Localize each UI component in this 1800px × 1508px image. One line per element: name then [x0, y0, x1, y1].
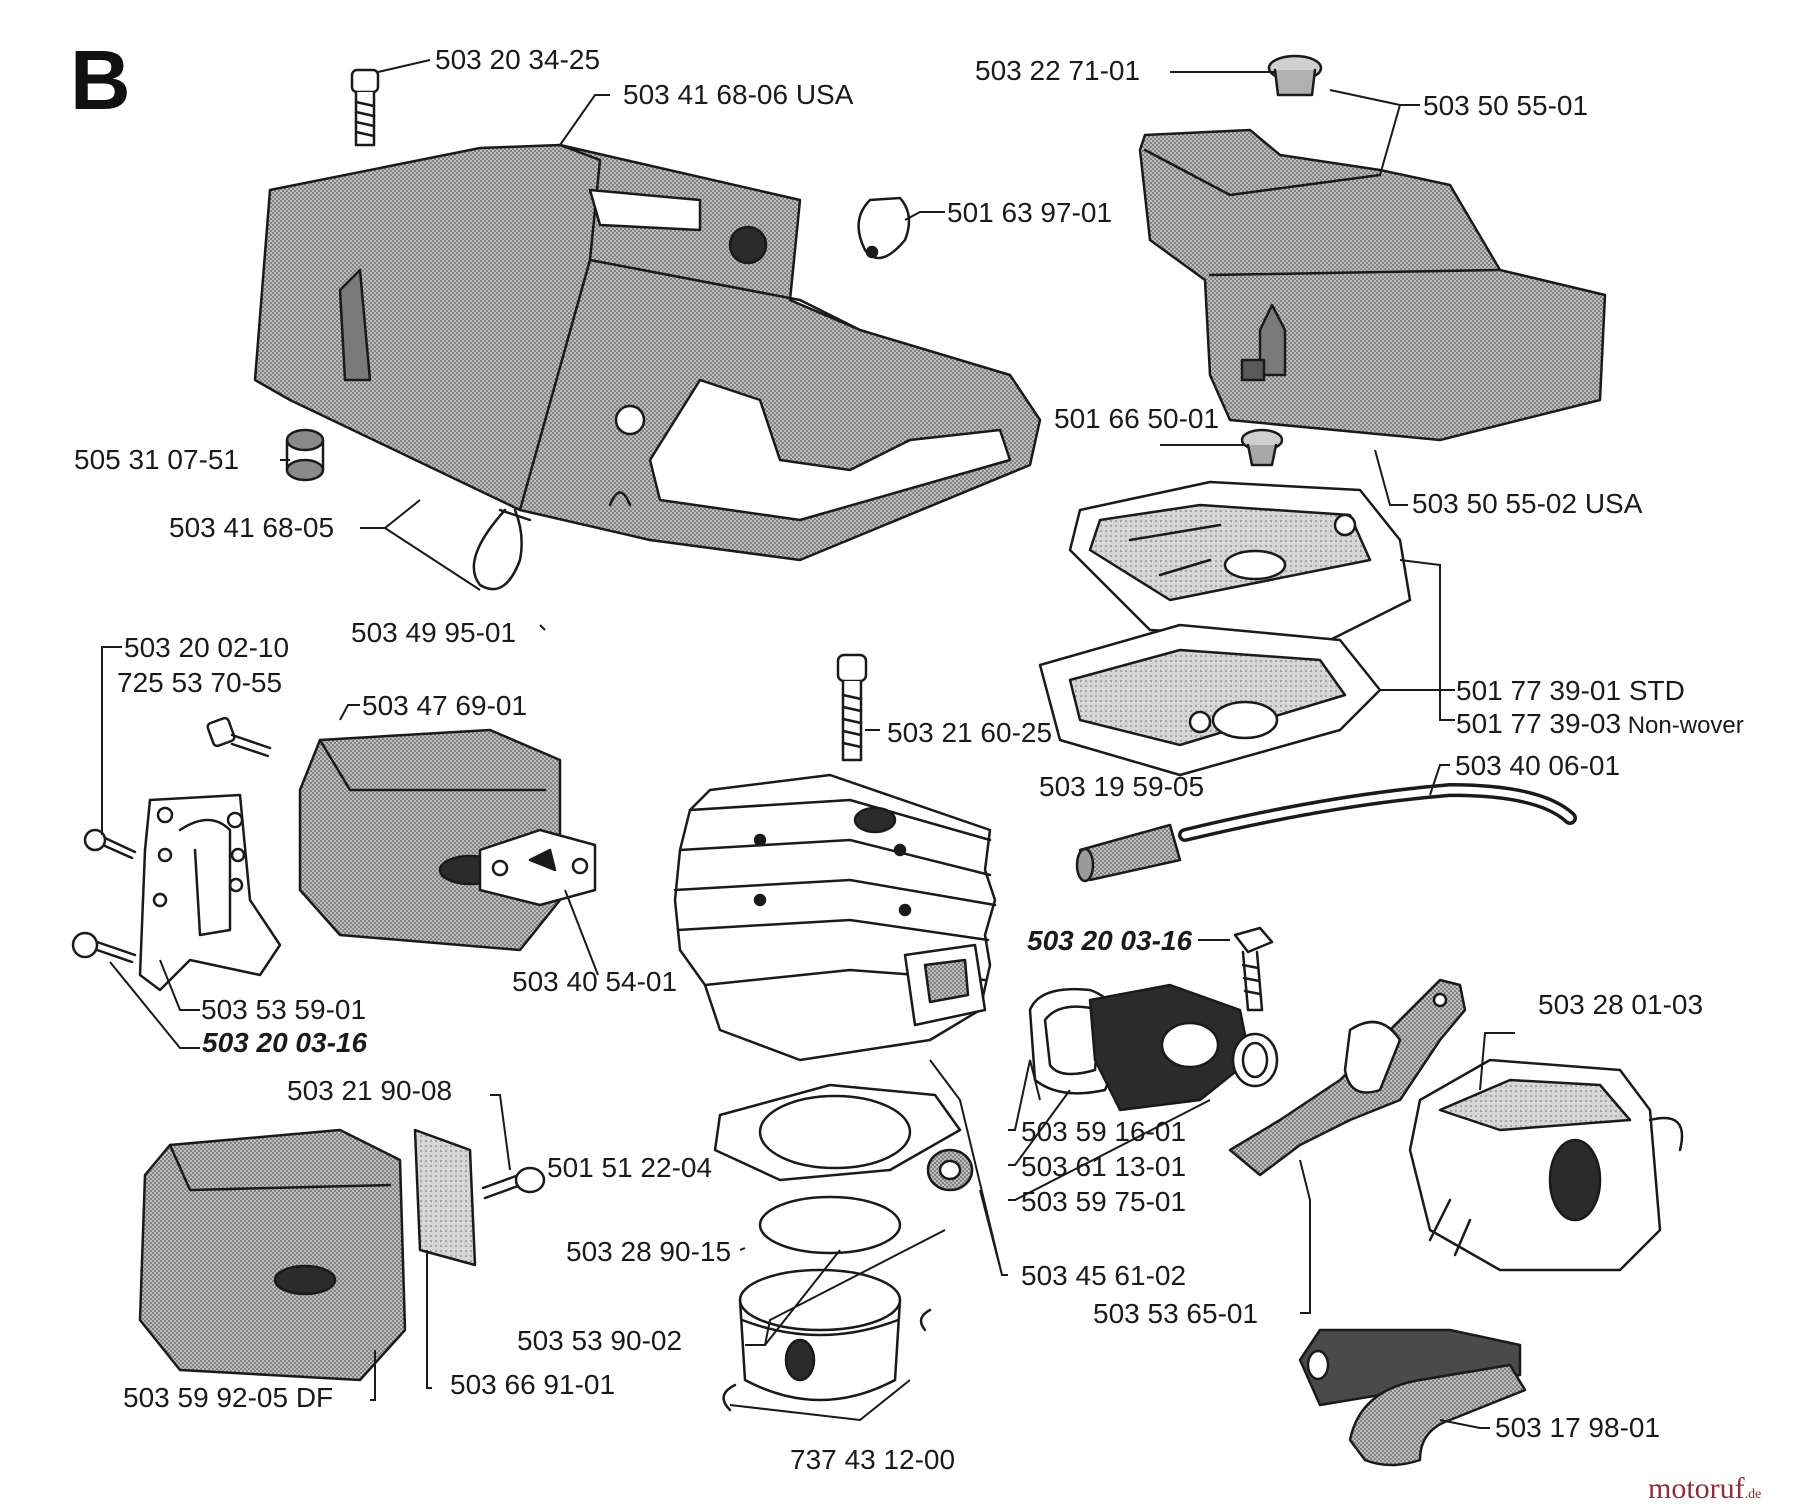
part-label-503-41-68-05: 503 41 68-05	[169, 512, 335, 543]
part-label-503-19-59-05: 503 19 59-05	[1039, 771, 1205, 802]
carburetor-bracket	[1228, 978, 1467, 1177]
part-label-503-53-90-02: 503 53 90-02	[517, 1325, 683, 1356]
cylinder-gasket	[713, 1083, 962, 1182]
muffler-lower	[138, 1128, 407, 1382]
part-label-501-63-97-01: 501 63 97-01	[947, 197, 1113, 228]
part-label-503-28-01-03: 503 28 01-03	[1538, 989, 1704, 1020]
leader-lines	[101, 59, 1515, 1429]
part-label-503-47-69-01: 503 47 69-01	[362, 690, 528, 721]
part-label-503-22-71-01: 503 22 71-01	[975, 55, 1141, 86]
throttle-handle-part	[1298, 1328, 1527, 1467]
bracket-bolt-lower	[71, 931, 137, 964]
watermark-tld: .de	[1744, 1487, 1762, 1502]
muffler-gasket	[478, 828, 597, 907]
part-label-503-20-03-16-right: 503 20 03-16	[1027, 925, 1193, 956]
air-filter-base	[1038, 623, 1382, 777]
bracket-bolt-upper	[83, 828, 137, 860]
part-label-503-53-59-01: 503 53 59-01	[201, 994, 367, 1025]
part-label-503-49-95-01: 503 49 95-01	[351, 617, 517, 648]
part-label-501-66-50-01: 501 66 50-01	[1054, 403, 1220, 434]
part-label-501-77-39-03: 501 77 39-03 Non-wover	[1456, 710, 1744, 738]
part-label-503-40-54-01: 503 40 54-01	[512, 966, 678, 997]
tank-cover	[1138, 128, 1607, 442]
muffler-screw	[206, 716, 272, 758]
part-label-503-45-61-02: 503 45 61-02	[1021, 1260, 1187, 1291]
top-cover-housing	[253, 143, 1042, 562]
part-label-501-77-39-01-std: 501 77 39-01 STD	[1456, 675, 1685, 706]
part-label-503-20-03-16-left: 503 20 03-16	[202, 1027, 368, 1058]
intake-flange	[1088, 983, 1252, 1112]
part-label-503-50-55-01: 503 50 55-01	[1423, 90, 1589, 121]
air-filter-cover	[1068, 480, 1412, 642]
part-label-503-66-91-01: 503 66 91-01	[450, 1369, 616, 1400]
section-letter: B	[70, 33, 131, 127]
part-label-503-59-92-05-df: 503 59 92-05 DF	[123, 1382, 334, 1413]
bushing	[285, 428, 325, 482]
part-label-725-53-70-55: 725 53 70-55	[117, 667, 283, 698]
part-label-503-59-75-01: 503 59 75-01	[1021, 1186, 1187, 1217]
part-label-503-53-65-01: 503 53 65-01	[1093, 1298, 1259, 1329]
part-label-503-59-16-01: 503 59 16-01	[1021, 1116, 1187, 1147]
intake-ring	[1231, 1032, 1279, 1088]
flange-bolt	[1233, 926, 1274, 1012]
part-label-503-17-98-01: 503 17 98-01	[1495, 1412, 1661, 1443]
part-label-501-51-22-04: 501 51 22-04	[547, 1152, 713, 1183]
part-label-503-21-90-08: 503 21 90-08	[287, 1075, 453, 1106]
part-label-503-50-55-02-usa: 503 50 55-02 USA	[1412, 488, 1643, 519]
fuel-hose	[1178, 783, 1577, 842]
part-label-505-31-07-51: 505 31 07-51	[74, 444, 240, 475]
cover-screw	[350, 68, 380, 147]
piston	[738, 1268, 902, 1402]
part-label-503-20-34-25: 503 20 34-25	[435, 44, 601, 75]
part-label-503-40-06-01: 503 40 06-01	[1455, 750, 1621, 781]
watermark-main: motoruf	[1648, 1472, 1745, 1505]
spark-screen	[413, 1128, 477, 1267]
part-label-737-43-12-00: 737 43 12-00	[790, 1444, 956, 1475]
strap-clip	[472, 508, 532, 591]
muffler-bracket	[138, 793, 282, 992]
watermark-logo: motoruf.de	[1648, 1474, 1761, 1504]
part-number: 501 77 39-03	[1456, 708, 1622, 739]
rubber-tag	[857, 196, 911, 260]
carburetor	[1408, 1058, 1684, 1272]
part-label-503-21-60-25: 503 21 60-25	[887, 717, 1053, 748]
part-label-503-20-02-10: 503 20 02-10	[124, 632, 290, 663]
circlip-pair	[722, 1308, 932, 1412]
screen-screw	[481, 1166, 546, 1200]
piston-ring	[758, 1195, 902, 1255]
part-suffix	[1621, 712, 1628, 739]
cylinder-screw	[836, 653, 868, 762]
cylinder	[673, 773, 997, 1062]
part-label-503-41-68-06-usa: 503 41 68-06 USA	[623, 79, 854, 110]
needle-bearing	[926, 1148, 974, 1192]
part-label-503-28-90-15: 503 28 90-15	[566, 1236, 732, 1267]
fuel-filter	[1075, 823, 1182, 883]
cap-screw	[1267, 54, 1323, 97]
part-label-503-61-13-01: 503 61 13-01	[1021, 1151, 1187, 1182]
filter-knob	[1240, 428, 1284, 467]
part-suffix-text: Non-wover	[1627, 712, 1744, 739]
